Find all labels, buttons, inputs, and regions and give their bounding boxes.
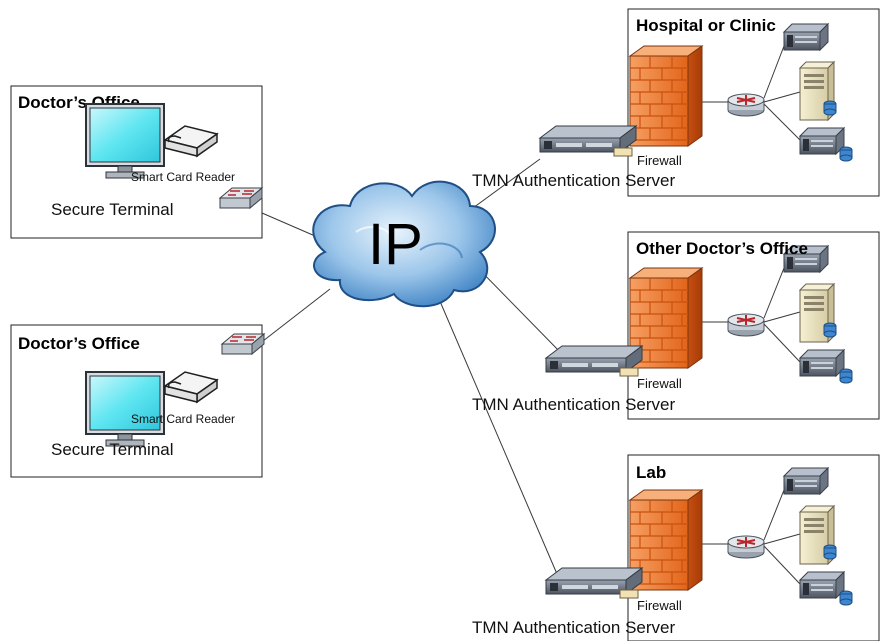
- link-office1-ip: [261, 212, 323, 240]
- auth-server-icon: [545, 345, 643, 377]
- router-icon: [727, 313, 765, 337]
- rack-server-icon: [783, 467, 829, 495]
- office-2-reader-label: Smart Card Reader: [131, 412, 235, 426]
- office-1-reader-label: Smart Card Reader: [131, 170, 235, 184]
- site-3-firewall-label: Firewall: [637, 598, 682, 613]
- site-1-title: Hospital or Clinic: [636, 16, 776, 35]
- auth-server-icon: [539, 125, 637, 157]
- office-2-terminal-label: Secure Terminal: [51, 440, 174, 459]
- rack-server-icon: [783, 23, 829, 51]
- site-2-title: Other Doctor’s Office: [636, 239, 808, 258]
- link-ip-site3: [435, 291, 558, 575]
- ip-label: IP: [368, 212, 423, 277]
- ip-cloud: IP: [312, 180, 496, 308]
- office-2-title: Doctor’s Office: [18, 334, 140, 353]
- site-2-firewall-label: Firewall: [637, 376, 682, 391]
- router-icon: [727, 535, 765, 559]
- auth-server-icon: [545, 567, 643, 599]
- secure-terminal-icon: [85, 371, 165, 447]
- site-lab: Lab Firewall TMN Authentication Server: [472, 454, 880, 641]
- tower-server-icon: [799, 505, 837, 565]
- office-1: Doctor’s Office Smart Card Reader Secure…: [10, 85, 263, 239]
- office-1-terminal-label: Secure Terminal: [51, 200, 174, 219]
- tower-server-icon: [799, 61, 837, 121]
- site-hospital: Hospital or Clinic Firewall TMN Authenti…: [472, 8, 880, 197]
- office-2: Doctor’s Office Smart Card Reader Secure…: [10, 324, 265, 478]
- site-1-firewall-label: Firewall: [637, 153, 682, 168]
- site-other-office: Other Doctor’s Office Firewall TMN Authe…: [472, 231, 880, 420]
- site-3-auth-label: TMN Authentication Server: [472, 618, 675, 637]
- site-1-auth-label: TMN Authentication Server: [472, 171, 675, 190]
- site-2-auth-label: TMN Authentication Server: [472, 395, 675, 414]
- router-icon: [727, 93, 765, 117]
- secure-terminal-icon: [85, 103, 165, 179]
- site-3-title: Lab: [636, 463, 666, 482]
- firewall-icon: [629, 45, 703, 147]
- link-ip-site2: [471, 261, 565, 357]
- tower-server-icon: [799, 283, 837, 343]
